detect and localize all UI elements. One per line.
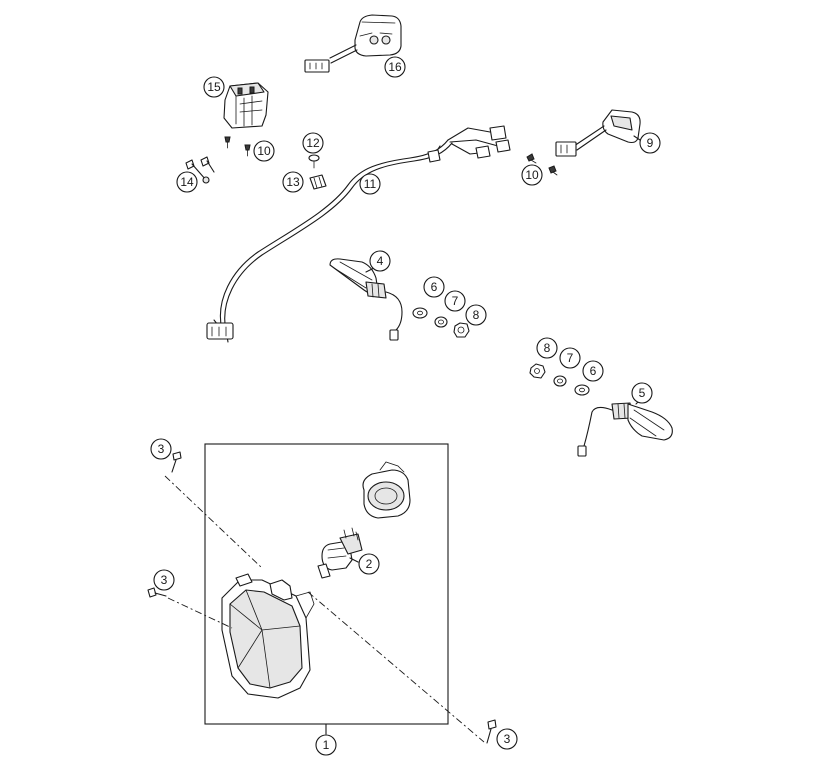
callout-1: 1: [315, 734, 337, 756]
callout-6-left-label: 6: [431, 280, 438, 294]
callout-3-left: 3: [153, 569, 175, 591]
callout-10-right-label: 10: [525, 168, 539, 182]
callout-3-top: 3: [150, 438, 172, 460]
callout-12: 12: [302, 132, 324, 154]
callout-10-left: 10: [253, 140, 275, 162]
callout-15-label: 15: [207, 80, 221, 94]
bolt-3-bottom: [307, 591, 497, 744]
tail-lamp-part: [555, 109, 641, 157]
headlamp-bulb-part: [317, 527, 363, 579]
callout-7-left: 7: [444, 290, 466, 312]
bolt-set-part: [185, 156, 215, 184]
bolt-3-top: [164, 451, 263, 569]
callout-1-label: 1: [323, 738, 330, 752]
callout-10-right: 10: [521, 164, 543, 186]
callout-4-label: 4: [377, 254, 384, 268]
callout-12-label: 12: [306, 136, 320, 150]
callout-8-left: 8: [465, 304, 487, 326]
washer-nut-set-right: [529, 363, 590, 396]
callout-8-left-label: 8: [473, 308, 480, 322]
callout-13-label: 13: [286, 175, 300, 189]
callout-9: 9: [633, 132, 661, 154]
callout-13: 13: [282, 171, 304, 193]
connector-sleeve-part: [309, 174, 327, 190]
turn-signal-left-part: [329, 258, 403, 341]
wiring-harness-part: [206, 125, 511, 343]
callout-7-right: 7: [559, 347, 581, 369]
bolt-3-left: [147, 587, 233, 629]
callout-8-right: 8: [536, 337, 558, 359]
headlamp-housing-part: [221, 573, 315, 699]
screw-12-part: [308, 154, 320, 169]
screw-small-left-part: [224, 136, 251, 157]
callout-6-left: 6: [423, 276, 445, 298]
callout-4: 4: [365, 250, 391, 273]
washer-nut-set-left: [412, 307, 470, 338]
callout-7-left-label: 7: [452, 294, 459, 308]
callout-11: 11: [359, 173, 381, 195]
callout-2: 2: [349, 553, 380, 575]
license-plate-lamp-part: [304, 14, 402, 73]
callout-11-label: 11: [364, 177, 377, 191]
callout-3-bottom: 3: [496, 728, 518, 750]
callout-14-label: 14: [180, 175, 194, 189]
turn-signal-right-part: [577, 402, 673, 457]
callout-7-right-label: 7: [567, 351, 574, 365]
callout-2-label: 2: [366, 557, 373, 571]
callout-5-label: 5: [639, 386, 646, 400]
callout-3-left-label: 3: [161, 573, 168, 587]
bulb-socket-boot-part: [362, 461, 411, 519]
callout-6-right: 6: [582, 360, 604, 382]
flasher-relay-part: [223, 82, 269, 129]
callout-16-label: 16: [388, 60, 402, 74]
screw-small-right-part: [526, 153, 558, 176]
callout-6-right-label: 6: [590, 364, 597, 378]
callout-8-right-label: 8: [544, 341, 551, 355]
callout-15: 15: [203, 76, 225, 98]
callout-3-top-label: 3: [158, 442, 165, 456]
callout-3-bottom-label: 3: [504, 732, 511, 746]
callout-14: 14: [176, 171, 198, 193]
callout-10-left-label: 10: [257, 144, 271, 158]
callout-16: 16: [384, 56, 406, 78]
callout-5: 5: [631, 382, 653, 405]
callout-9-label: 9: [647, 136, 654, 150]
